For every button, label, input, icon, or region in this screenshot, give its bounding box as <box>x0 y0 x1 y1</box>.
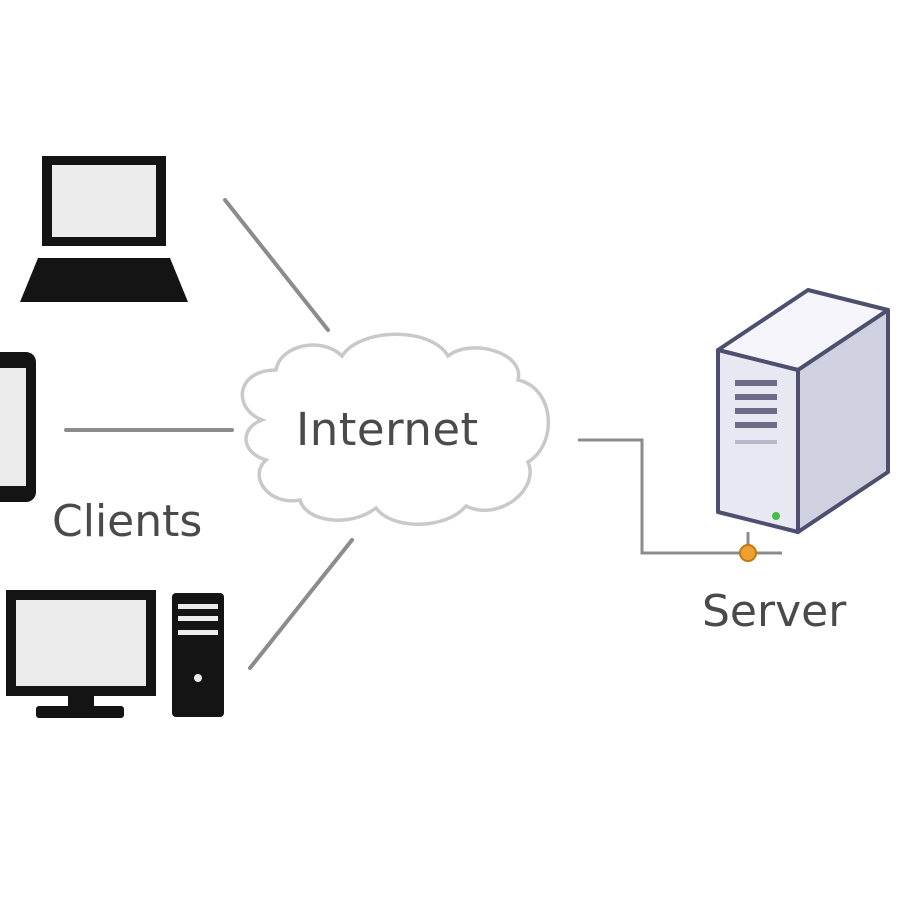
laptop-connection-line <box>223 198 330 332</box>
server-tower-icon <box>716 288 890 534</box>
network-port-icon <box>716 532 782 562</box>
power-led-icon <box>772 512 780 520</box>
internet-label: Internet <box>296 403 479 456</box>
laptop-icon <box>20 156 188 302</box>
clients-label: Clients <box>52 496 203 547</box>
cloud-icon <box>240 332 550 526</box>
server-label: Server <box>702 586 847 637</box>
desktop-computer-icon <box>6 590 224 718</box>
tablet-icon <box>0 352 36 502</box>
desktop-connection-line <box>248 538 354 670</box>
server-connection-line <box>578 438 748 555</box>
